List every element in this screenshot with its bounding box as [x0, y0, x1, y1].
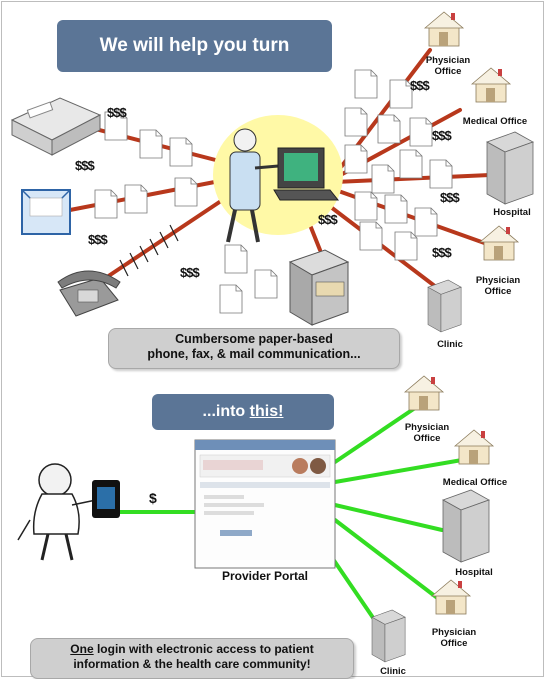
bottom-banner-emphasis: this!	[249, 403, 284, 420]
envelope-icon	[21, 189, 71, 235]
physician-office-icon-top-2	[479, 225, 519, 261]
medical-office-icon-bottom	[454, 429, 494, 465]
hospital-icon-top	[486, 131, 534, 205]
line-hospital	[333, 173, 492, 184]
dollar-cluster: $$$	[432, 128, 452, 143]
clinic-icon-top	[427, 279, 462, 333]
top-dest-label-hospital: Hospital	[493, 207, 531, 218]
portal-line-physician-1	[333, 406, 417, 464]
provider-portal-label: Provider Portal	[221, 569, 309, 583]
bottom-caption: One login with electronic access to pati…	[30, 638, 354, 679]
bottom-dest-label-medical: Medical Office	[442, 477, 508, 488]
dollar-cluster: $$$	[432, 245, 452, 260]
top-caption-line1: Cumbersome paper-based	[175, 332, 333, 346]
mail-line	[68, 178, 227, 212]
bottom-banner: ...into this!	[152, 394, 334, 430]
doctor-at-computer-icon	[213, 115, 343, 243]
telephone-icon	[57, 270, 121, 317]
portal-line-physician-2	[333, 518, 442, 602]
bottom-dest-label-clinic: Clinic	[380, 666, 406, 677]
dollar-cluster: $$$	[410, 78, 430, 93]
dollar-cluster: $$$	[88, 232, 108, 247]
physician-office-icon-bottom-2	[431, 579, 471, 615]
portal-line-medical	[333, 458, 464, 484]
phone-static	[119, 224, 179, 277]
bottom-caption-line1: One login with electronic access to pati…	[31, 642, 353, 657]
portal-line-hospital	[333, 503, 444, 532]
phone-line	[93, 193, 232, 287]
fax-machine-icon	[10, 97, 102, 156]
top-caption: Cumbersome paper-based phone, fax, & mai…	[108, 328, 400, 369]
bottom-caption-line1-rest: login with electronic access to patient	[93, 642, 314, 656]
dollar-cluster: $$$	[107, 105, 127, 120]
provider-portal-screenshot	[194, 439, 336, 569]
top-dest-label-clinic: Clinic	[437, 339, 463, 350]
clinic-icon-bottom	[371, 609, 406, 663]
top-dest-label-medical: Medical Office	[462, 116, 528, 127]
dollar-cluster: $$$	[75, 158, 95, 173]
bottom-banner-prefix: ...into	[202, 403, 250, 420]
physician-office-icon-bottom	[404, 375, 444, 411]
dollar-cluster: $$$	[440, 190, 460, 205]
top-banner: We will help you turn	[57, 20, 332, 72]
dollar-cluster: $$$	[180, 265, 200, 280]
top-caption-line2: phone, fax, & mail communication...	[147, 347, 361, 361]
bottom-caption-emphasis: One	[70, 642, 94, 656]
physician-office-icon-top	[424, 11, 464, 47]
doctor-with-tablet-icon	[17, 463, 120, 561]
bottom-caption-line2: information & the health care community!	[73, 657, 311, 671]
dollar-sign: $	[149, 490, 157, 506]
hospital-icon-bottom	[442, 489, 490, 563]
bottom-dest-label-hospital: Hospital	[455, 567, 493, 578]
file-cabinet-icon	[288, 249, 350, 326]
dollar-cluster: $$$	[318, 212, 338, 227]
